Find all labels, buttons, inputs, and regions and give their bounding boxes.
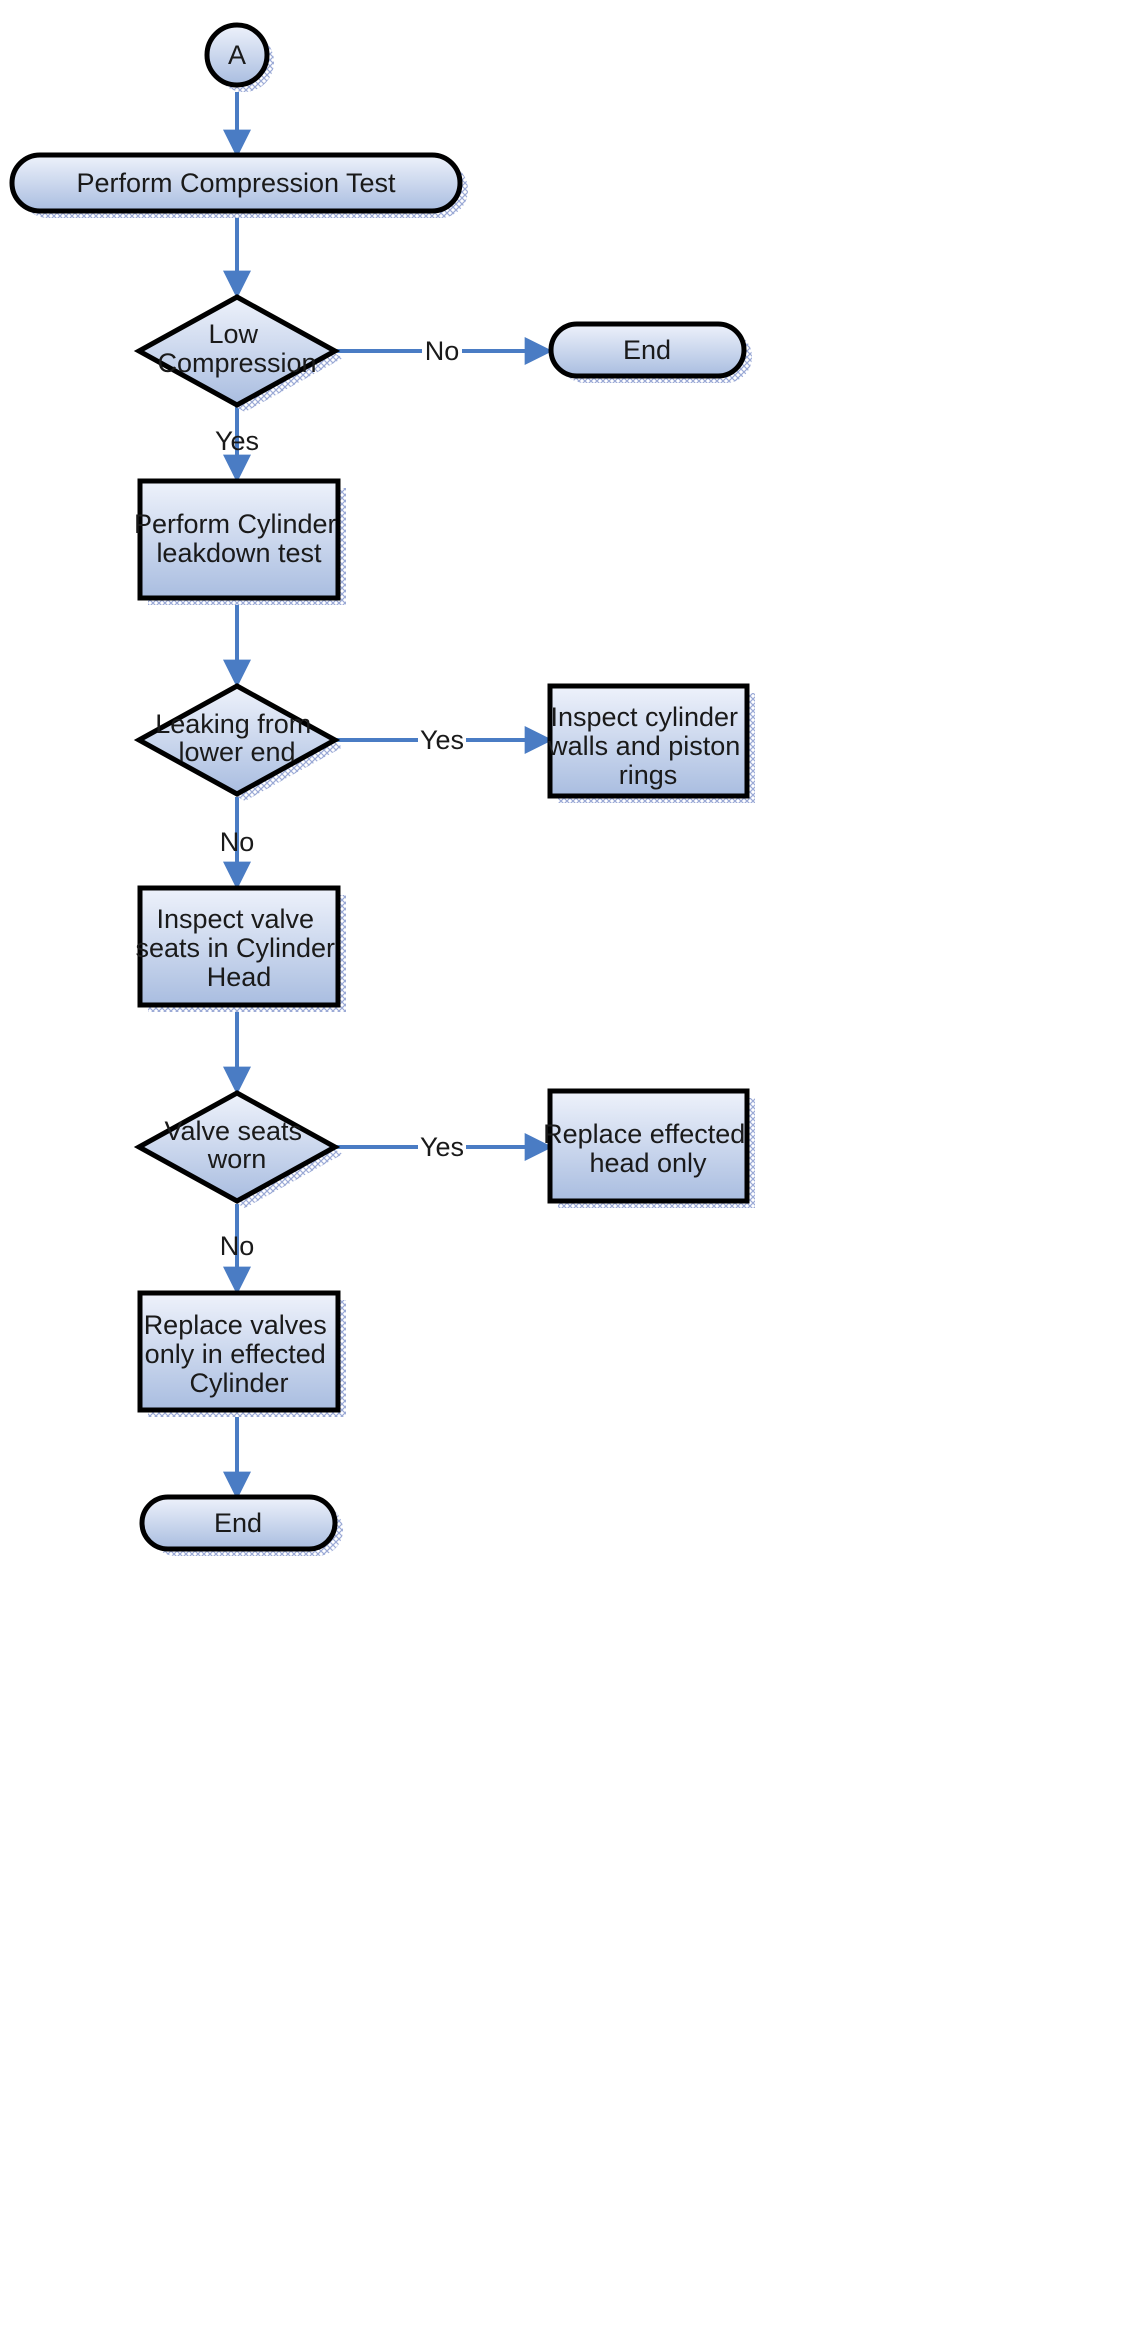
edge-label-yes-valve-seats: Yes [420, 1132, 464, 1162]
decision-leaking-from-lower-end: Leaking from lower end [133, 683, 343, 801]
start-connector-a: A [204, 22, 274, 92]
svg-text:Low Compression: Low Compression [157, 319, 316, 378]
svg-text:End: End [214, 1508, 262, 1538]
svg-text:End: End [623, 335, 671, 365]
node-end-bottom: End [139, 1494, 343, 1556]
process-perform-cylinder-leakdown-test: Perform Cylinder leakdown test [134, 478, 346, 605]
edge-label-yes-leaking: Yes [420, 725, 464, 755]
svg-text:Valve seats worn: Valve seats worn [164, 1116, 309, 1174]
decision-low-compression: Low Compression [133, 294, 343, 412]
svg-text:Replace effected head on: Replace effected head only [543, 1119, 753, 1178]
svg-text:Perform Cylinder leakdow: Perform Cylinder leakdown test [134, 509, 344, 568]
edge-label-no-leaking: No [220, 827, 255, 857]
node-end-top: End [548, 321, 752, 383]
process-replace-valves-only-in-effected-cylinder: Replace valves only in effected Cylinder [137, 1290, 346, 1417]
svg-text:Inspect valve seats in C: Inspect valve seats in Cylinder Head [135, 904, 342, 992]
decision-valve-seats-worn: Valve seats worn [133, 1090, 343, 1208]
edge-label-no-low-compression: No [425, 336, 460, 366]
edge-label-yes-low-compression: Yes [215, 426, 259, 456]
svg-text:Replace valves only in e: Replace valves only in effected Cylinder [144, 1310, 335, 1398]
node-perform-compression-test: Perform Compression Test [9, 152, 468, 218]
process-inspect-valve-seats-in-cylinder-head: Inspect valve seats in Cylinder Head [135, 885, 346, 1012]
svg-text:Leaking from lower end: Leaking from lower end [155, 709, 319, 767]
process-inspect-cylinder-walls-and-piston-rings: Inspect cylinder walls and piston rings [547, 683, 755, 803]
process-replace-effected-head-only: Replace effected head only [543, 1088, 755, 1208]
svg-text:Perform Compression Test: Perform Compression Test [76, 168, 396, 198]
svg-text:A: A [228, 40, 246, 70]
edge-label-no-valve-seats: No [220, 1231, 255, 1261]
svg-text:Inspect cylinder walls a: Inspect cylinder walls and piston rings [547, 702, 748, 790]
